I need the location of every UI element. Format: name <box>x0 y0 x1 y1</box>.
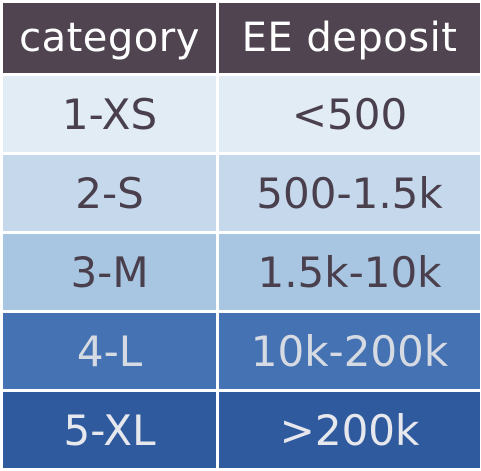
cell-ee-deposit: <500 <box>218 75 481 154</box>
table-row: 2-S 500-1.5k <box>2 154 481 233</box>
cell-category: 1-XS <box>2 75 218 154</box>
cell-category: 3-M <box>2 233 218 312</box>
table-row: 4-L 10k-200k <box>2 312 481 391</box>
cell-ee-deposit: 10k-200k <box>218 312 481 391</box>
table-header-row: category EE deposit <box>2 2 481 75</box>
cell-ee-deposit: >200k <box>218 391 481 470</box>
cell-ee-deposit: 500-1.5k <box>218 154 481 233</box>
table-row: 1-XS <500 <box>2 75 481 154</box>
table-row: 5-XL >200k <box>2 391 481 470</box>
header-ee-deposit: EE deposit <box>218 2 481 75</box>
header-category: category <box>2 2 218 75</box>
table-row: 3-M 1.5k-10k <box>2 233 481 312</box>
cell-category: 2-S <box>2 154 218 233</box>
cell-category: 5-XL <box>2 391 218 470</box>
cell-category: 4-L <box>2 312 218 391</box>
cell-ee-deposit: 1.5k-10k <box>218 233 481 312</box>
